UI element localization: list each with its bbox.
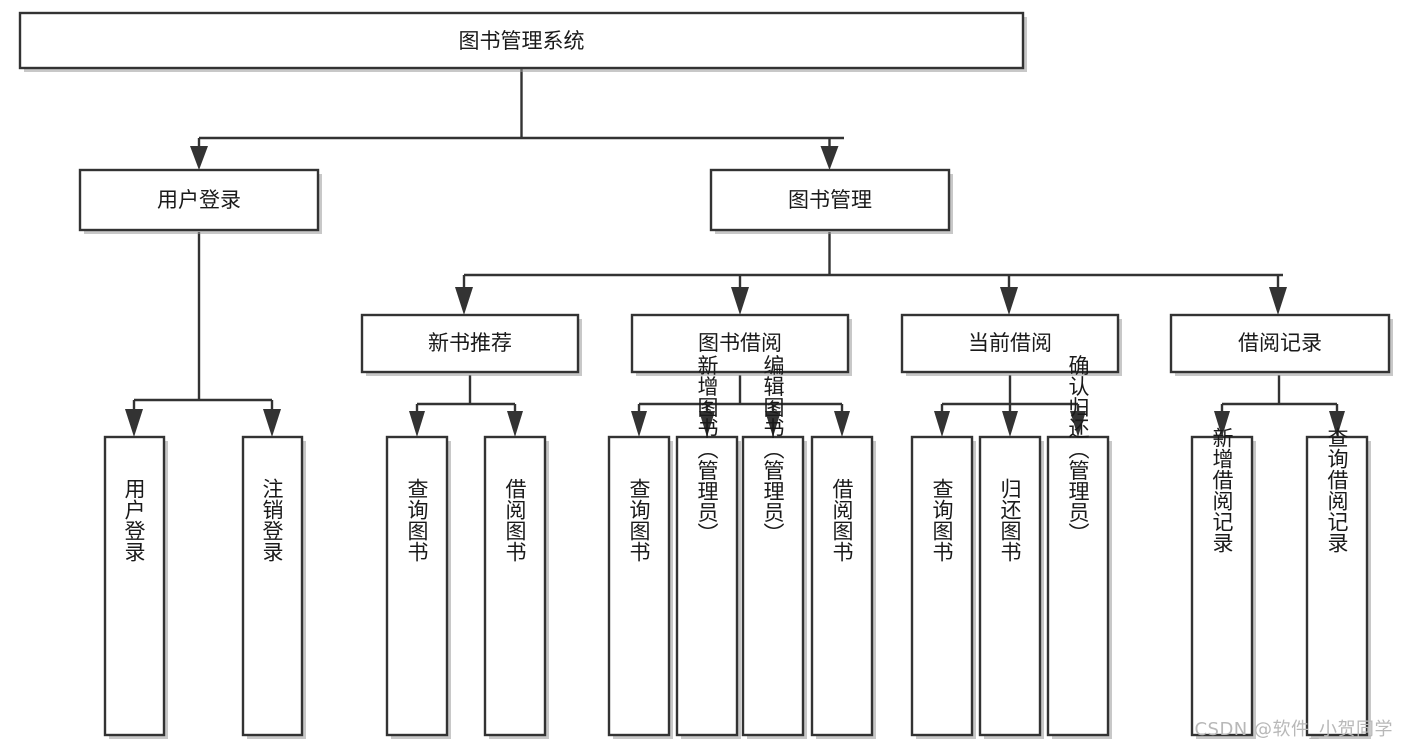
arrow-head-leaf-borrow-book-2 xyxy=(834,411,850,437)
arrow-head-user-login xyxy=(190,146,208,170)
node-leaf-query-book-3-label: 查询图书 xyxy=(930,478,954,562)
node-leaf-add-book-label: 新增图书（管理员） xyxy=(695,355,719,544)
node-leaf-borrow-book-1[interactable]: 借阅图书 xyxy=(483,435,549,739)
node-leaf-add-record[interactable]: 新增借阅记录 xyxy=(1190,427,1256,739)
node-leaf-query-book-2-label: 查询图书 xyxy=(627,478,651,562)
node-leaf-add-book-box xyxy=(675,435,739,737)
arrow-head-book-borrow xyxy=(731,287,749,315)
node-root[interactable]: 图书管理系统 xyxy=(18,11,1027,72)
node-new-book-recommend[interactable]: 新书推荐 xyxy=(360,313,582,376)
node-leaf-user-logout[interactable]: 注销登录 xyxy=(241,435,306,739)
node-borrow-record-label: 借阅记录 xyxy=(1238,331,1322,355)
node-leaf-edit-book-box xyxy=(741,435,805,737)
node-book-borrow[interactable]: 图书借阅 xyxy=(630,313,852,376)
arrow-head-leaf-query-book-2 xyxy=(631,411,647,437)
node-leaf-add-record-box xyxy=(1190,435,1254,737)
node-root-label: 图书管理系统 xyxy=(459,29,585,53)
node-leaf-return-book-label: 归还图书 xyxy=(998,478,1022,562)
node-leaf-user-login[interactable]: 用户登录 xyxy=(103,435,168,739)
node-leaf-confirm-return[interactable]: 确认归还（管理员） xyxy=(1046,355,1112,740)
node-leaf-query-record-box xyxy=(1305,435,1369,737)
node-borrow-record-box xyxy=(1169,313,1391,374)
node-new-book-recommend-box xyxy=(360,313,580,374)
node-leaf-query-book-1-box xyxy=(385,435,449,737)
node-leaf-confirm-return-label: 确认归还（管理员） xyxy=(1066,355,1090,544)
node-leaf-borrow-book-2-label: 借阅图书 xyxy=(830,478,854,562)
node-leaf-user-login-box xyxy=(103,435,166,737)
arrow-head-borrow-record xyxy=(1269,287,1287,315)
arrow-head-leaf-user-login xyxy=(125,409,143,437)
node-leaf-add-book[interactable]: 新增图书（管理员） xyxy=(675,355,741,740)
node-user-login-label: 用户登录 xyxy=(157,188,241,212)
node-current-borrow-box xyxy=(900,313,1120,374)
node-leaf-borrow-book-1-box xyxy=(483,435,547,737)
node-leaf-query-record-label: 查询借阅记录 xyxy=(1325,427,1349,553)
arrow-head-leaf-confirm-return xyxy=(1070,411,1086,437)
node-book-borrow-box xyxy=(630,313,850,374)
arrow-head-new-book-recommend xyxy=(455,287,473,315)
node-leaf-return-book-box xyxy=(978,435,1042,737)
node-leaf-query-book-2[interactable]: 查询图书 xyxy=(607,435,673,739)
node-user-login-box xyxy=(78,168,320,232)
arrow-head-leaf-query-record xyxy=(1329,411,1345,437)
arrow-head-leaf-add-book xyxy=(699,411,715,437)
node-current-borrow-label: 当前借阅 xyxy=(968,331,1052,355)
node-book-borrow-label: 图书借阅 xyxy=(698,331,782,355)
node-leaf-query-book-3[interactable]: 查询图书 xyxy=(910,435,976,739)
node-leaf-user-logout-box xyxy=(241,435,304,737)
node-leaf-query-book-3-box xyxy=(910,435,974,737)
arrow-head-leaf-return-book xyxy=(1002,411,1018,437)
node-leaf-query-record[interactable]: 查询借阅记录 xyxy=(1305,427,1371,739)
arrow-head-leaf-query-book-3 xyxy=(934,411,950,437)
node-leaf-edit-book[interactable]: 编辑图书（管理员） xyxy=(741,355,807,740)
node-new-book-recommend-label: 新书推荐 xyxy=(428,331,512,355)
node-leaf-return-book[interactable]: 归还图书 xyxy=(978,435,1044,739)
arrow-head-leaf-borrow-book-1 xyxy=(507,411,523,437)
arrow-head-leaf-add-record xyxy=(1214,411,1230,437)
arrow-head-leaf-user-logout xyxy=(263,409,281,437)
arrow-head-leaf-edit-book xyxy=(765,411,781,437)
node-leaf-borrow-book-1-label: 借阅图书 xyxy=(503,478,527,562)
csdn-watermark: CSDN @软件_小贺同学 xyxy=(1194,719,1393,740)
node-leaf-add-record-label: 新增借阅记录 xyxy=(1210,427,1234,553)
node-borrow-record[interactable]: 借阅记录 xyxy=(1169,313,1393,376)
connector-layer xyxy=(125,68,1345,437)
arrow-head-book-management xyxy=(820,146,839,170)
node-book-management[interactable]: 图书管理 xyxy=(709,168,953,234)
node-current-borrow[interactable]: 当前借阅 xyxy=(900,313,1122,376)
node-leaf-query-book-1-label: 查询图书 xyxy=(405,478,429,562)
node-leaf-borrow-book-2[interactable]: 借阅图书 xyxy=(810,435,876,739)
node-book-management-label: 图书管理 xyxy=(788,188,872,212)
node-user-login[interactable]: 用户登录 xyxy=(78,168,322,234)
node-leaf-edit-book-label: 编辑图书（管理员） xyxy=(761,355,785,544)
node-book-management-box xyxy=(709,168,951,232)
node-root-box xyxy=(18,11,1025,70)
arrow-head-current-borrow xyxy=(1000,287,1018,315)
node-leaf-user-logout-label: 注销登录 xyxy=(260,478,284,562)
node-leaf-query-book-2-box xyxy=(607,435,671,737)
node-leaf-confirm-return-box xyxy=(1046,435,1110,737)
node-leaf-query-book-1[interactable]: 查询图书 xyxy=(385,435,451,739)
node-leaf-borrow-book-2-box xyxy=(810,435,874,737)
arrow-head-leaf-query-book-1 xyxy=(409,411,425,437)
node-leaf-user-login-label: 用户登录 xyxy=(122,478,146,562)
